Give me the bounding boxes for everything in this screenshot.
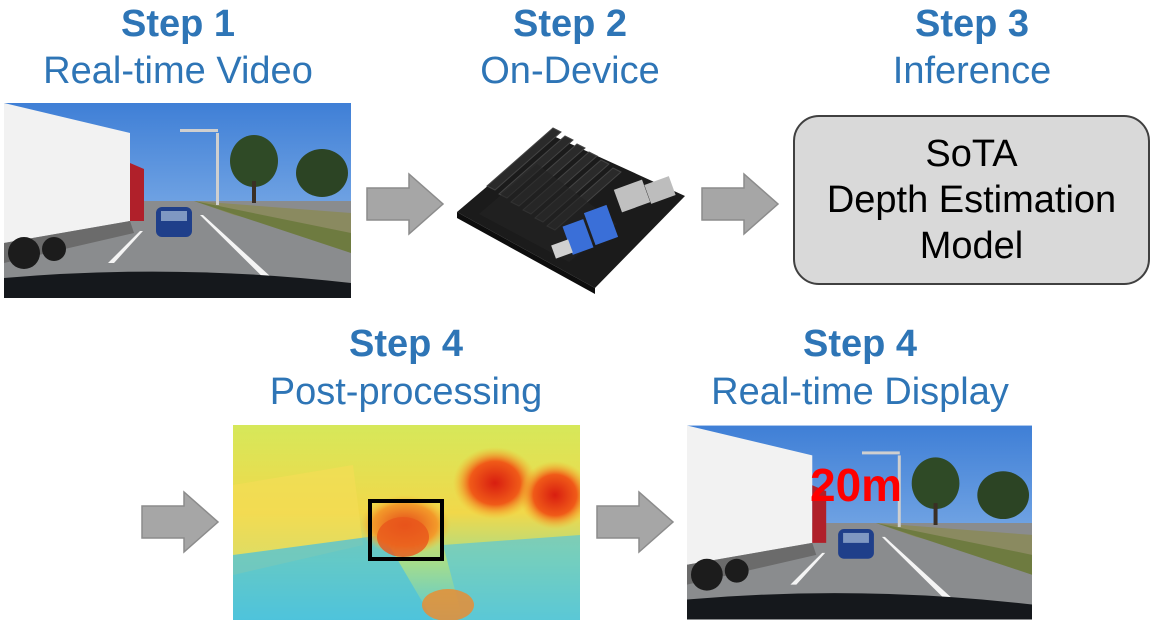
arrow-right-icon xyxy=(141,490,220,554)
step3-subtitle: Inference xyxy=(892,50,1052,92)
depth-heatmap-image xyxy=(233,425,580,620)
model-box-line-1: SoTA xyxy=(925,133,1018,175)
step4-postprocessing-subtitle: Post-processing xyxy=(269,371,543,413)
step4-display-subtitle: Real-time Display xyxy=(711,371,1009,413)
step3-title: Step 3 xyxy=(914,3,1030,45)
model-box-line-3: Model xyxy=(919,225,1024,267)
arrow-right-icon xyxy=(366,172,445,236)
step2-subtitle: On-Device xyxy=(480,50,660,92)
step2-title: Step 2 xyxy=(512,3,628,45)
road-video-frame-image xyxy=(4,103,351,298)
step4-display-title: Step 4 xyxy=(802,323,918,365)
embedded-device-board-image xyxy=(457,127,685,294)
step1-subtitle: Real-time Video xyxy=(43,50,313,92)
step1-title: Step 1 xyxy=(120,3,236,45)
model-box-line-2: Depth Estimation xyxy=(826,179,1117,221)
arrow-right-icon xyxy=(596,490,675,554)
depth-model-box: SoTA Depth Estimation Model xyxy=(793,115,1150,285)
display-road-frame-image xyxy=(687,425,1032,620)
distance-label: 20m xyxy=(810,459,903,511)
arrow-right-icon xyxy=(701,172,780,236)
step4-postprocessing-title: Step 4 xyxy=(348,323,464,365)
